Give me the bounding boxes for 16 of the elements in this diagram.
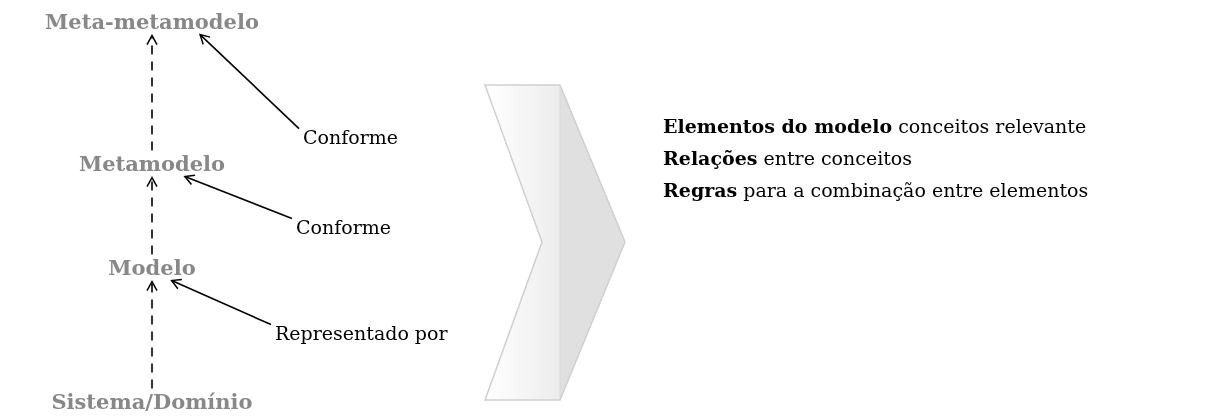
- dashed-arrow: [146, 280, 158, 390]
- definition-text: Elementos do modelo conceitos relevante: [663, 115, 1087, 137]
- relation-label: Representado por: [275, 322, 448, 344]
- definition-text: Relações entre conceitos: [663, 147, 913, 169]
- dashed-arrow: [146, 176, 158, 256]
- level-title: Modelo: [108, 256, 196, 280]
- level-title: Meta-metamodelo: [45, 10, 259, 34]
- leader-arrow: [170, 278, 272, 326]
- leader-arrow: [184, 174, 293, 220]
- level-title: Metamodelo: [78, 152, 226, 176]
- dashed-arrow: [146, 34, 158, 152]
- definition-text: Regras para a combinação entre elementos: [663, 179, 1089, 201]
- relation-label: Conforme: [303, 126, 399, 148]
- level-title: Sistema/Domínio: [51, 390, 253, 414]
- leader-arrow: [199, 33, 300, 130]
- relation-label: Conforme: [296, 216, 392, 238]
